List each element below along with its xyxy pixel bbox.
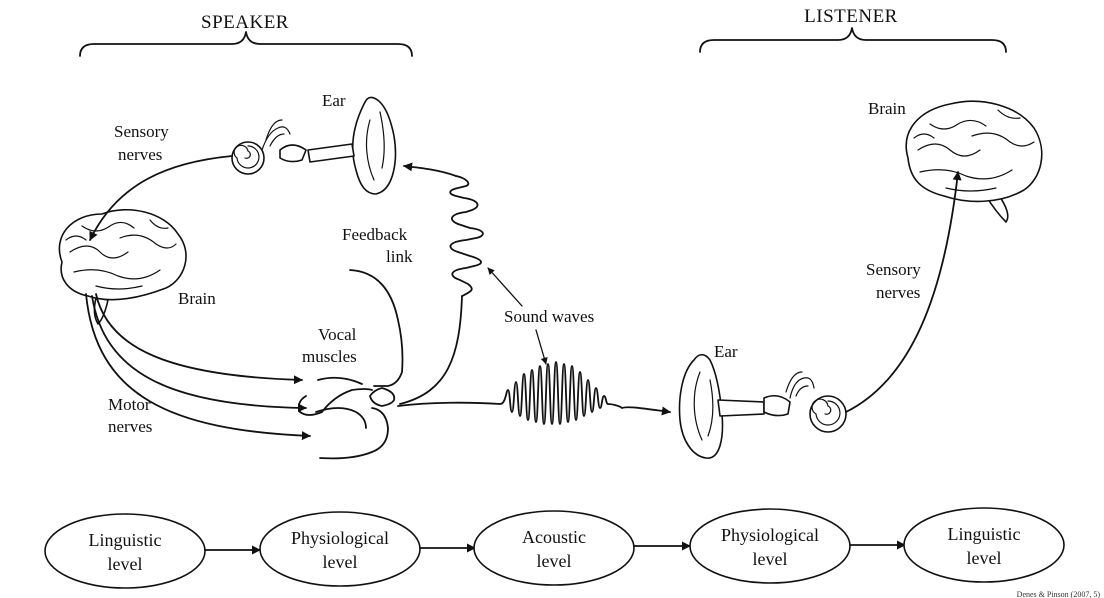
motor-nerves-label-2: nerves (108, 417, 152, 436)
level-node-1: Linguistic level (44, 513, 206, 589)
level-4-line-1: Physiological (721, 525, 819, 545)
level-node-2: Physiological level (259, 511, 421, 587)
level-node-4: Physiological level (689, 508, 851, 584)
speaker-ear-label: Ear (322, 91, 346, 110)
sound-wave (397, 361, 671, 425)
listener-brace (699, 27, 1007, 53)
listener-sensory-nerves-label-2: nerves (876, 283, 920, 302)
motor-nerves-label-1: Motor (108, 395, 151, 414)
motor-nerve-to-larynx (95, 293, 303, 385)
level-5-line-2: level (967, 548, 1002, 568)
level-node-5: Linguistic level (903, 507, 1065, 583)
listener-header: LISTENER (804, 6, 898, 27)
vocal-muscles-label-2: muscles (302, 347, 357, 366)
level-node-3: Acoustic level (473, 510, 635, 586)
sensory-nerve-path (89, 155, 233, 241)
citation: Denes & Pinson (2007, 5) (1017, 590, 1101, 598)
speaker-sensory-nerves-label-2: nerves (118, 145, 162, 164)
sound-waves-pointer-up (487, 267, 523, 307)
level-2-line-2: level (323, 552, 358, 572)
motor-nerve-to-tongue (91, 295, 307, 413)
speaker-header: SPEAKER (201, 12, 289, 33)
sound-waves-label: Sound waves (504, 307, 594, 326)
listener-brain-icon (905, 100, 1043, 223)
listener-ear-label: Ear (714, 342, 738, 361)
listener-sensory-nerve-path (845, 171, 962, 413)
feedback-link-path (399, 295, 463, 405)
listener-brain-label: Brain (868, 99, 906, 118)
level-4-line-2: level (753, 549, 788, 569)
motor-nerve-to-jaw (85, 293, 311, 441)
level-3-line-2: level (537, 551, 572, 571)
level-5-line-1: Linguistic (948, 524, 1021, 544)
level-2-line-1: Physiological (291, 528, 389, 548)
listener-ear-icon (678, 353, 847, 459)
level-1-line-1: Linguistic (89, 530, 162, 550)
feedback-waveform (449, 175, 484, 297)
vocal-muscles-label-1: Vocal (318, 325, 357, 344)
listener-sensory-nerves-label-1: Sensory (866, 260, 921, 279)
sound-waves-pointer-down (535, 329, 548, 365)
feedback-link-label-2: link (386, 247, 413, 266)
speaker-ear-icon (231, 96, 397, 195)
feedback-arrow (403, 162, 457, 177)
speaker-brain-icon (58, 208, 187, 325)
speaker-brace (79, 31, 413, 57)
level-1-line-2: level (108, 554, 143, 574)
level-3-line-1: Acoustic (522, 527, 586, 547)
speaker-brain-label: Brain (178, 289, 216, 308)
feedback-link-label-1: Feedback (342, 225, 408, 244)
speaker-sensory-nerves-label-1: Sensory (114, 122, 169, 141)
